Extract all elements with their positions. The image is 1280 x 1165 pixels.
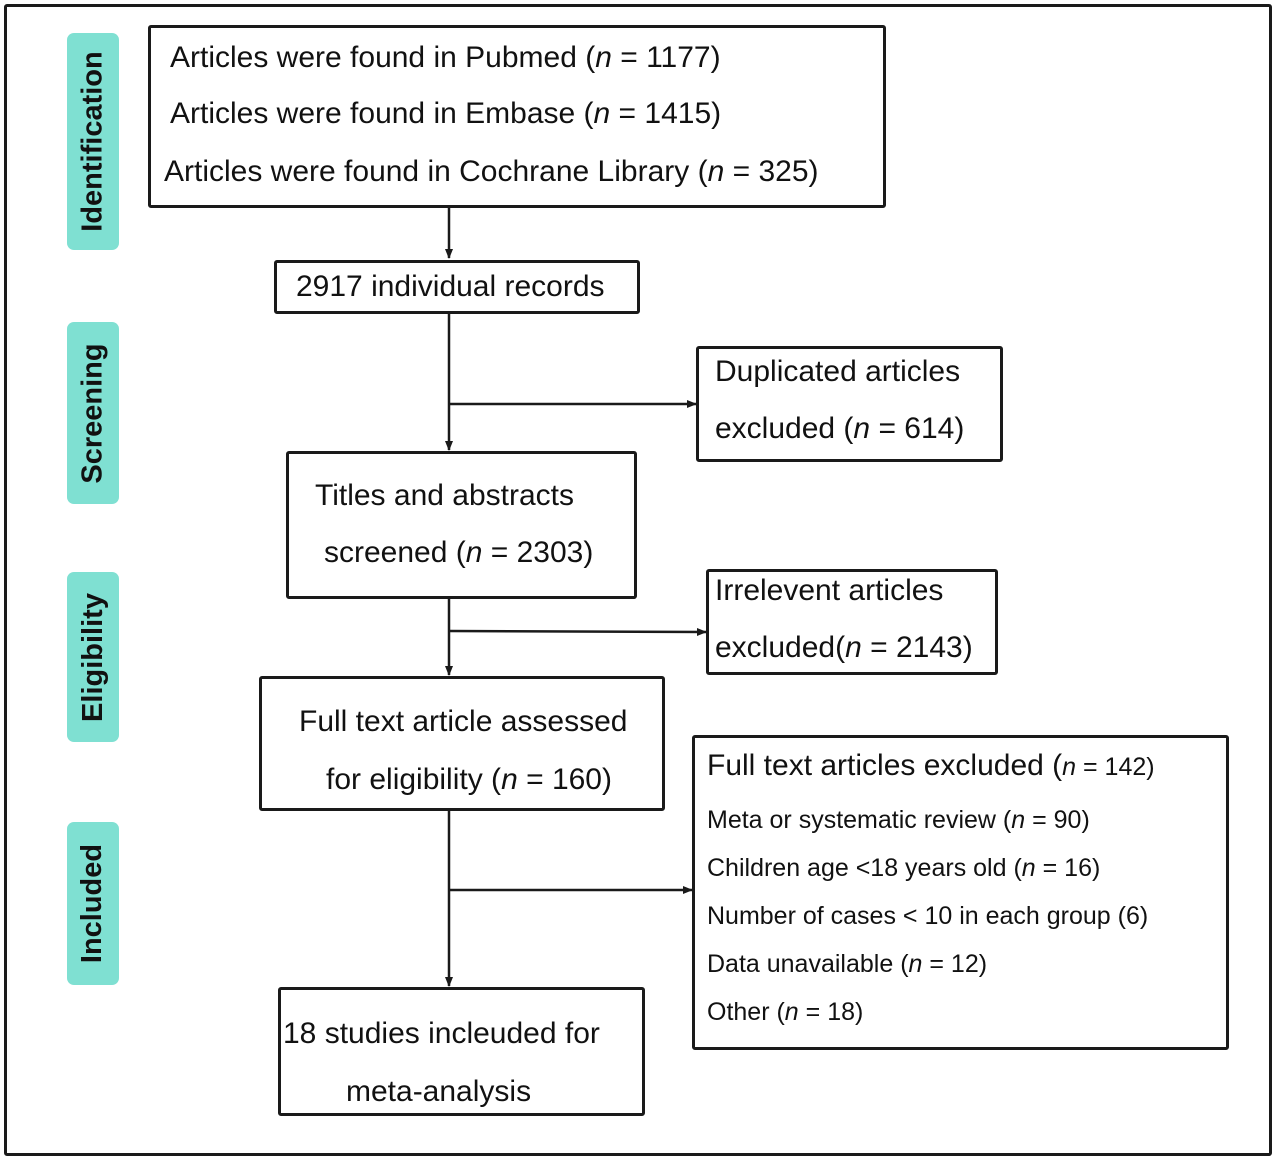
fulltext-line2: for eligibility (n = 160) <box>326 765 612 795</box>
databases-box: Articles were found in Pubmed (n = 1177)… <box>148 25 886 208</box>
screened-prefix: screened ( <box>324 536 466 569</box>
screened-count: = 2303) <box>482 536 594 569</box>
duplicates-box: Duplicated articles excluded (n = 614) <box>696 346 1003 462</box>
phase-identification: Identification <box>67 33 119 250</box>
n-symbol: n <box>593 97 611 130</box>
reason-cases-text: Number of cases < 10 in each group (6) <box>707 902 1149 930</box>
arrow-to-irrelevant <box>448 627 707 636</box>
records-text: 2917 individual records <box>296 270 605 303</box>
excluded-box: Full text articles excluded (n = 142) Me… <box>692 735 1229 1050</box>
phase-screening: Screening <box>67 322 119 504</box>
duplicates-count: = 614) <box>870 412 965 445</box>
n-symbol: n <box>1062 753 1077 781</box>
duplicates-line2: excluded (n = 614) <box>715 414 964 444</box>
excluded-total: = 142) <box>1076 753 1155 781</box>
n-symbol: n <box>784 998 799 1026</box>
irrelevant-box: Irrelevent articles excluded(n = 2143) <box>706 569 998 675</box>
reason-other: Other (n = 18) <box>707 1000 863 1025</box>
n-symbol: n <box>908 950 923 978</box>
irrelevant-line2: excluded(n = 2143) <box>715 633 973 663</box>
reason-data-count: = 12) <box>922 950 988 978</box>
fulltext-box: Full text article assessed for eligibili… <box>259 676 665 811</box>
reason-meta-text: Meta or systematic review ( <box>707 806 1012 834</box>
pubmed-text: Articles were found in Pubmed ( <box>170 41 596 74</box>
reason-other-count: = 18) <box>798 998 864 1026</box>
reason-meta-count: = 90) <box>1025 806 1090 834</box>
duplicates-prefix: excluded ( <box>715 412 854 445</box>
duplicates-line1: Duplicated articles <box>715 355 961 388</box>
reason-meta: Meta or systematic review (n = 90) <box>707 808 1090 833</box>
included-line1: 18 studies incleuded for <box>283 1017 600 1050</box>
fulltext-prefix: for eligibility ( <box>326 763 502 796</box>
embase-line: Articles were found in Embase (n = 1415) <box>170 99 721 129</box>
n-symbol: n <box>595 41 612 74</box>
embase-count: = 1415) <box>610 97 722 130</box>
reason-cases: Number of cases < 10 in each group (6) <box>707 904 1148 929</box>
diagram-frame <box>4 4 1272 1156</box>
n-symbol: n <box>501 763 518 796</box>
screened-line2: screened (n = 2303) <box>324 538 593 568</box>
reason-data: Data unavailable (n = 12) <box>707 952 987 977</box>
pubmed-line: Articles were found in Pubmed (n = 1177) <box>170 43 721 73</box>
cochrane-count: = 325) <box>724 155 819 188</box>
reason-other-text: Other ( <box>707 998 785 1026</box>
n-symbol: n <box>465 536 483 569</box>
phase-eligibility: Eligibility <box>67 572 119 742</box>
irrelevant-prefix: excluded( <box>715 631 846 664</box>
n-symbol: n <box>1011 806 1026 834</box>
phase-included: Included <box>67 822 119 985</box>
reason-children: Children age <18 years old (n = 16) <box>707 856 1100 881</box>
pubmed-count: = 1177) <box>611 41 721 74</box>
cochrane-line: Articles were found in Cochrane Library … <box>164 157 819 187</box>
records-box: 2917 individual records <box>274 260 640 314</box>
excluded-title: Full text articles excluded (n = 142) <box>707 751 1155 781</box>
fulltext-count: = 160) <box>517 763 612 796</box>
reason-children-count: = 16) <box>1035 854 1101 882</box>
n-symbol: n <box>845 631 862 664</box>
irrelevant-count: = 2143) <box>861 631 973 664</box>
n-symbol: n <box>853 412 871 445</box>
n-symbol: n <box>707 155 725 188</box>
reason-children-text: Children age <18 years old ( <box>707 854 1022 882</box>
embase-text: Articles were found in Embase ( <box>170 97 594 130</box>
included-box: 18 studies incleuded for meta-analysis <box>278 987 645 1116</box>
reason-data-text: Data unavailable ( <box>707 950 909 978</box>
excluded-title-text: Full text articles excluded ( <box>707 749 1063 782</box>
irrelevant-line1: Irrelevent articles <box>715 574 944 607</box>
included-line2: meta-analysis <box>346 1075 532 1108</box>
fulltext-line1: Full text article assessed <box>299 705 628 738</box>
cochrane-text: Articles were found in Cochrane Library … <box>164 155 708 188</box>
screened-line1: Titles and abstracts <box>315 479 574 512</box>
screened-box: Titles and abstracts screened (n = 2303) <box>286 451 637 599</box>
n-symbol: n <box>1021 854 1036 882</box>
